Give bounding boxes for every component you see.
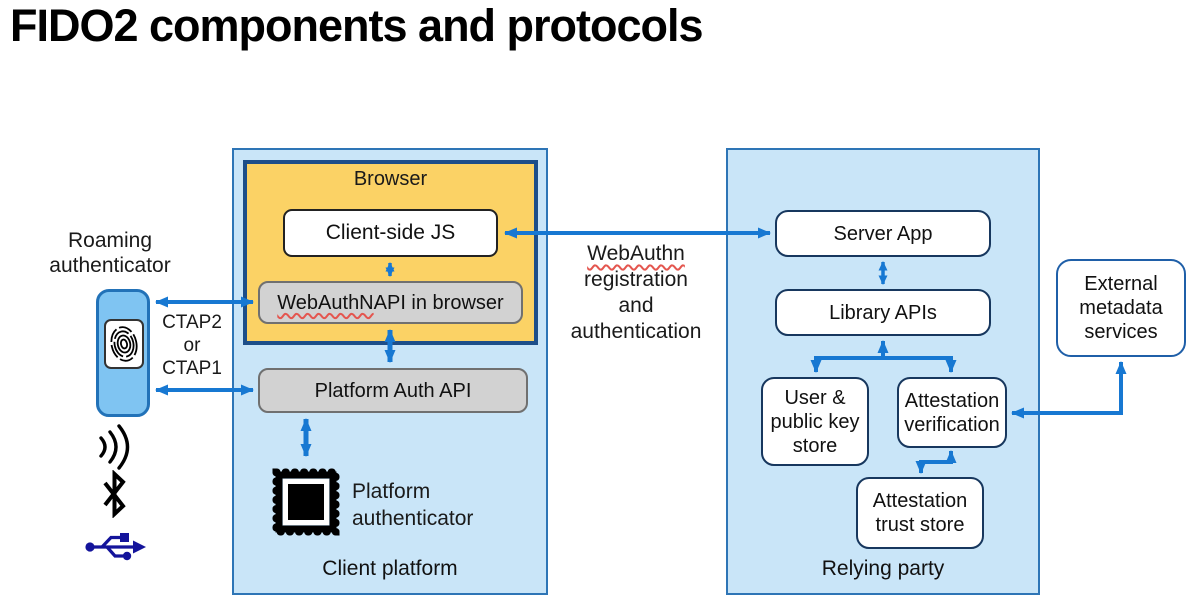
user-public-key-store-box: User & public key store — [761, 377, 869, 466]
webauthn-flow-label: WebAuthn registration and authentication — [551, 241, 721, 345]
bluetooth-icon — [101, 470, 129, 518]
webauthn-api-word: WebAuthN — [277, 291, 374, 314]
client-side-js-box: Client-side JS — [283, 209, 498, 257]
contactless-icon — [94, 423, 136, 471]
external-metadata-services-box: External metadata services — [1056, 259, 1186, 357]
platform-authenticator-label: Platform authenticator — [352, 480, 474, 530]
webauthn-flow-rest: registration and authentication — [570, 268, 702, 343]
page-title: FIDO2 components and protocols — [10, 0, 704, 51]
server-app-label: Server App — [833, 222, 933, 245]
usb-icon — [84, 527, 148, 565]
webauthn-api-box: WebAuthN API in browser — [258, 281, 523, 324]
fingerprint-icon — [104, 319, 144, 369]
browser-label: Browser — [353, 168, 428, 190]
library-apis-box: Library APIs — [775, 289, 991, 336]
webauthn-api-rest: API in browser — [373, 291, 504, 314]
client-side-js-label: Client-side JS — [325, 221, 456, 244]
platform-authenticator-icon — [268, 464, 344, 540]
attestation-verification-box: Attestation verification — [897, 377, 1007, 448]
webauthn-flow-word: WebAuthn — [587, 242, 685, 265]
library-apis-label: Library APIs — [829, 301, 937, 324]
roaming-authenticator-label: Roaming authenticator — [49, 229, 171, 277]
platform-auth-api-label: Platform Auth API — [314, 379, 472, 402]
server-app-box: Server App — [775, 210, 991, 257]
relying-party-label: Relying party — [821, 557, 945, 580]
ctap-label: CTAP2 or CTAP1 — [162, 312, 222, 379]
platform-auth-api-box: Platform Auth API — [258, 368, 528, 413]
attestation-trust-store-box: Attestation trust store — [856, 477, 984, 549]
fingerprint-glyph — [110, 326, 138, 362]
roaming-authenticator-device — [96, 289, 150, 417]
client-platform-label: Client platform — [322, 557, 458, 580]
